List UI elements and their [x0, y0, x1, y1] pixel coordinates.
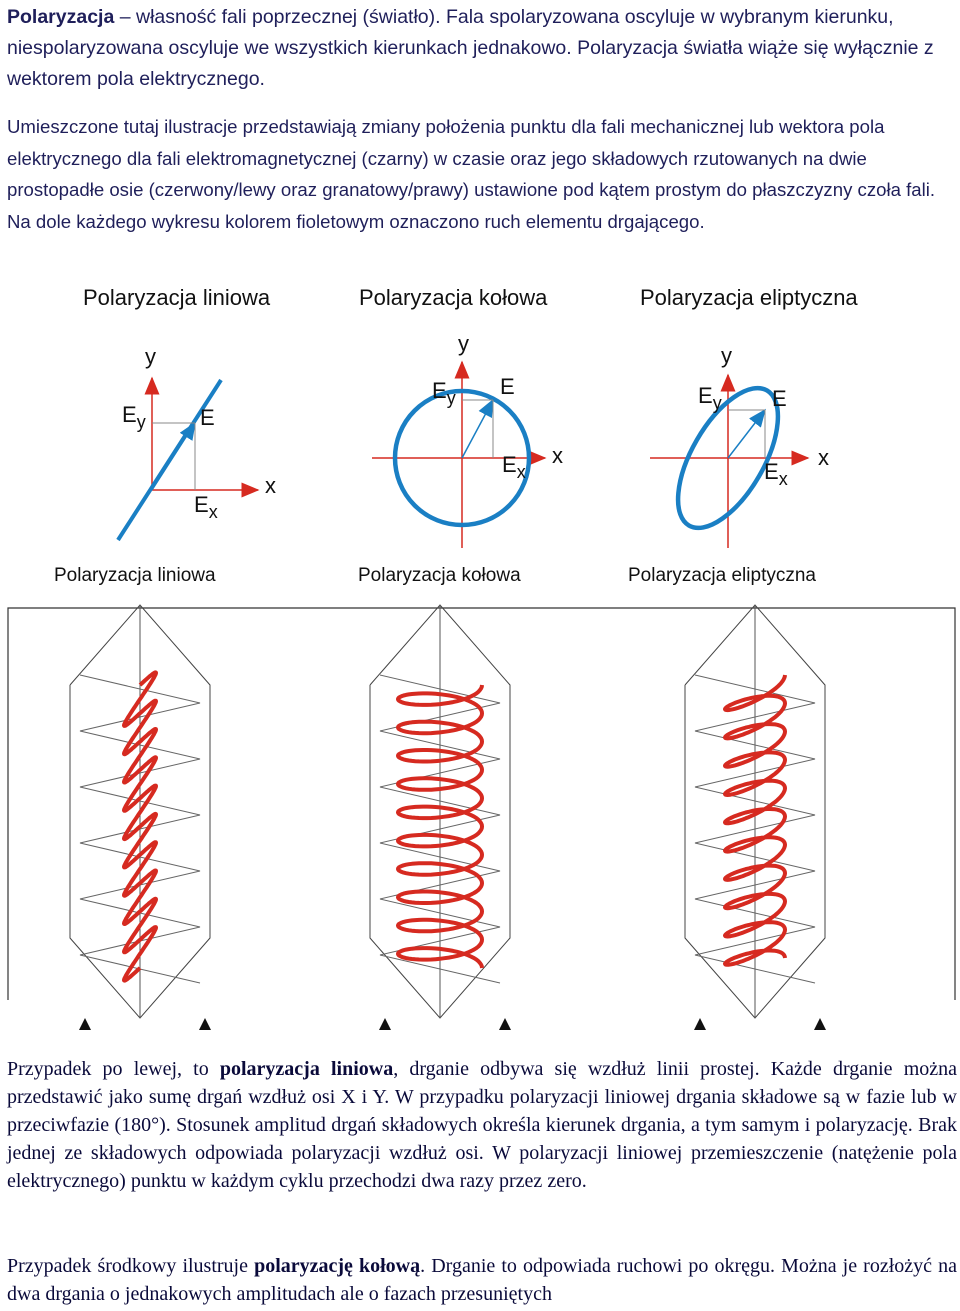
base-triangle-marker — [379, 1018, 391, 1030]
base-triangle-marker — [499, 1018, 511, 1030]
base-triangle-marker — [694, 1018, 706, 1030]
paragraph-circular: Przypadek środkowy ilustruje polaryzację… — [7, 1252, 957, 1308]
paragraph-linear-term: polaryzacja liniowa — [220, 1058, 393, 1080]
base-triangle-marker — [814, 1018, 826, 1030]
paragraph-circular-pre: Przypadek środkowy ilustruje — [7, 1255, 254, 1277]
paragraph-circular-term: polaryzację kołową — [254, 1255, 420, 1277]
base-triangle-marker — [199, 1018, 211, 1030]
paragraph-linear-pre: Przypadek po lewej, to — [7, 1058, 220, 1080]
base-triangle-marker — [79, 1018, 91, 1030]
paragraph-linear: Przypadek po lewej, to polaryzacja linio… — [7, 1055, 957, 1195]
